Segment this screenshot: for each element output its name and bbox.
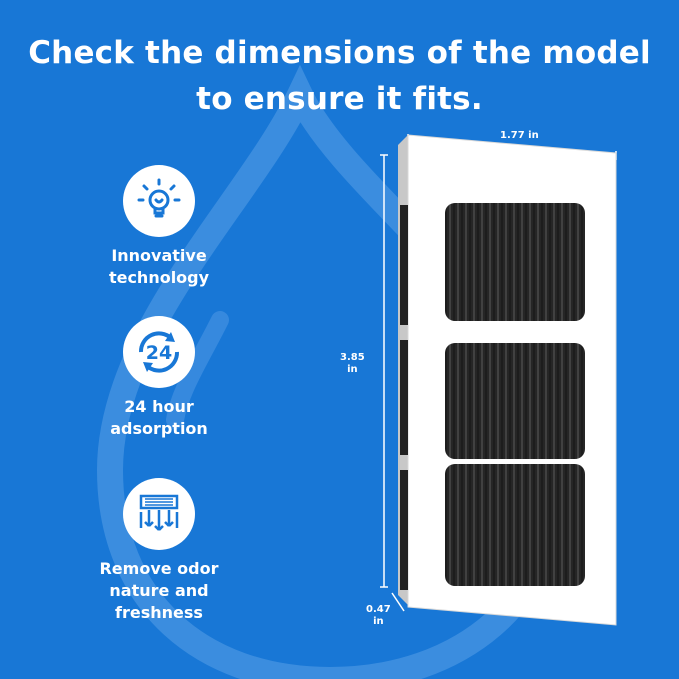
- cycle-icon-number: 24: [146, 342, 172, 364]
- feature-icon-circle: [123, 165, 195, 237]
- lightbulb-icon: [137, 178, 181, 218]
- headline-line-1: Check the dimensions of the model: [28, 35, 651, 71]
- feature-24-hour-adsorption: 24 24 hour adsorption: [80, 316, 238, 440]
- feature-label: 24 hour adsorption: [110, 397, 208, 438]
- feature-label: Innovative technology: [108, 246, 210, 287]
- air-filter-icon: [139, 494, 179, 531]
- dimension-height-label: 3.85 in: [340, 352, 365, 375]
- feature-label: Remove odor nature and freshness: [99, 559, 219, 622]
- feature-icon-circle: 24: [123, 316, 195, 388]
- dimension-width-label: 1.77 in: [500, 130, 539, 141]
- 24-hour-cycle-icon: 24: [138, 331, 180, 373]
- dimension-depth-label: 0.47 in: [366, 604, 391, 627]
- filter-media-panel: [445, 464, 585, 586]
- filter-media-panel: [445, 203, 585, 321]
- feature-remove-odor: Remove odor nature and freshness: [80, 478, 238, 624]
- air-filter-product: [380, 134, 617, 626]
- feature-icon-circle: [123, 478, 195, 550]
- headline: Check the dimensions of the model to ens…: [0, 30, 679, 122]
- headline-line-2: to ensure it fits.: [196, 81, 483, 117]
- filter-media-panel: [445, 343, 585, 459]
- feature-innovative-technology: Innovative technology: [80, 165, 238, 289]
